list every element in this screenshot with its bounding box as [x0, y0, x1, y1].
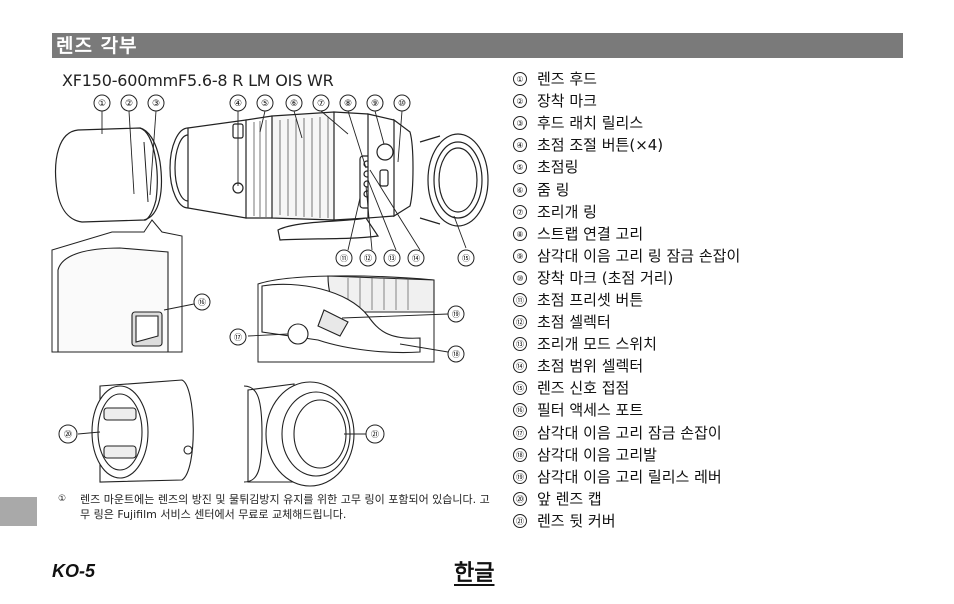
language-label: 한글: [454, 561, 495, 586]
page-number: KO-5: [52, 561, 96, 581]
footnote: ① 렌즈 마운트에는 렌즈의 방진 및 물튀김방지 유지를 위한 고무 링이 포…: [58, 492, 496, 522]
callout-16: ⑯: [198, 298, 206, 307]
callouts-top: ① ② ③ ④ ⑤ ⑥ ⑦ ⑧ ⑨ ⑩: [93, 94, 411, 112]
callout-20: ⑳: [64, 430, 72, 439]
section-header-bar: [52, 33, 903, 58]
callout-14: ⑭: [412, 254, 420, 263]
callout-11: ⑪: [340, 254, 348, 263]
footnote-text: 렌즈 마운트에는 렌즈의 방진 및 물튀김방지 유지를 위한 고무 링이 포함되…: [80, 493, 490, 521]
callout-10: ⑩: [398, 99, 406, 109]
tripod-collar-inset: [257, 275, 435, 363]
footnote-mark: ①: [58, 494, 67, 504]
callout-5: ⑤: [261, 99, 269, 109]
filter-port-inset: [51, 219, 195, 353]
callout-1: ①: [98, 99, 106, 109]
callout-3: ③: [152, 99, 160, 109]
callout-18: ⑱: [452, 350, 460, 359]
callout-15: ⑮: [462, 254, 470, 263]
callout-2: ②: [125, 99, 133, 109]
callout-8: ⑧: [344, 99, 352, 109]
callout-17: ⑰: [234, 333, 242, 342]
callout-7: ⑦: [317, 99, 325, 109]
callouts-middle: ⑪ ⑫ ⑬ ⑭ ⑮: [335, 249, 475, 267]
front-cap-illustration: [91, 379, 194, 483]
callout-21: ㉑: [371, 430, 379, 439]
callout-4: ④: [234, 99, 242, 109]
lens-parts-diagram: ① ② ③ ④ ⑤ ⑥ ⑦ ⑧ ⑨ ⑩ ⑪ ⑫ ⑬ ⑭ ⑮ ⑯: [51, 94, 489, 487]
rear-cover-illustration: [243, 381, 355, 487]
leader-lines: [101, 110, 467, 251]
callout-12: ⑫: [364, 254, 372, 263]
side-page-tab: [0, 497, 37, 526]
section-title: 렌즈 각부: [56, 35, 138, 57]
callout-13: ⑬: [388, 254, 396, 263]
lens-model-name: XF150-600mmF5.6-8 R LM OIS WR: [62, 71, 334, 90]
callout-9: ⑨: [371, 99, 379, 109]
callout-19: ⑲: [452, 310, 460, 319]
callout-6: ⑥: [290, 99, 298, 109]
lens-illustration: [54, 111, 489, 241]
